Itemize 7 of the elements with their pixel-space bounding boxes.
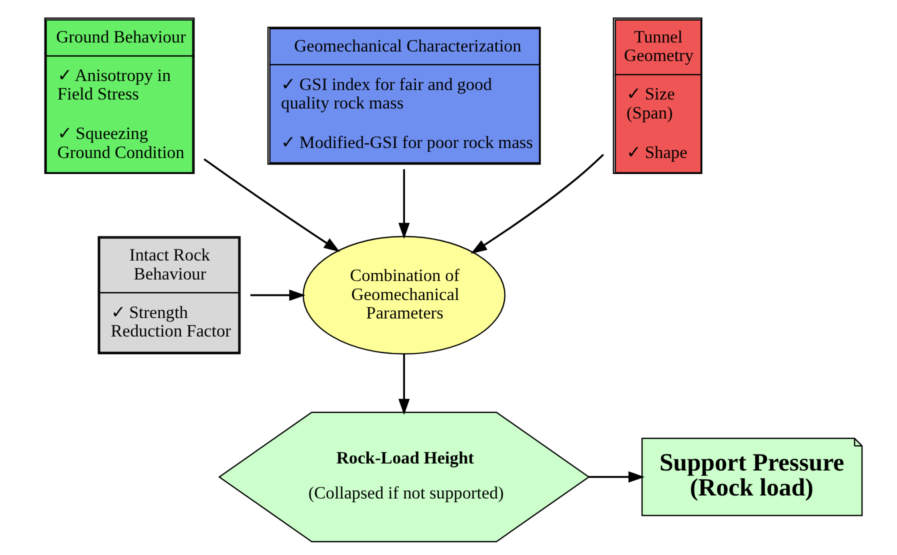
arrow (470, 154, 604, 254)
arrow (250, 290, 306, 301)
arrow (588, 471, 645, 483)
arrow (204, 158, 340, 252)
arrow (398, 354, 410, 416)
node-ellipse: Combination of Geomechanical Parameters (302, 236, 506, 355)
arrow (398, 169, 410, 240)
